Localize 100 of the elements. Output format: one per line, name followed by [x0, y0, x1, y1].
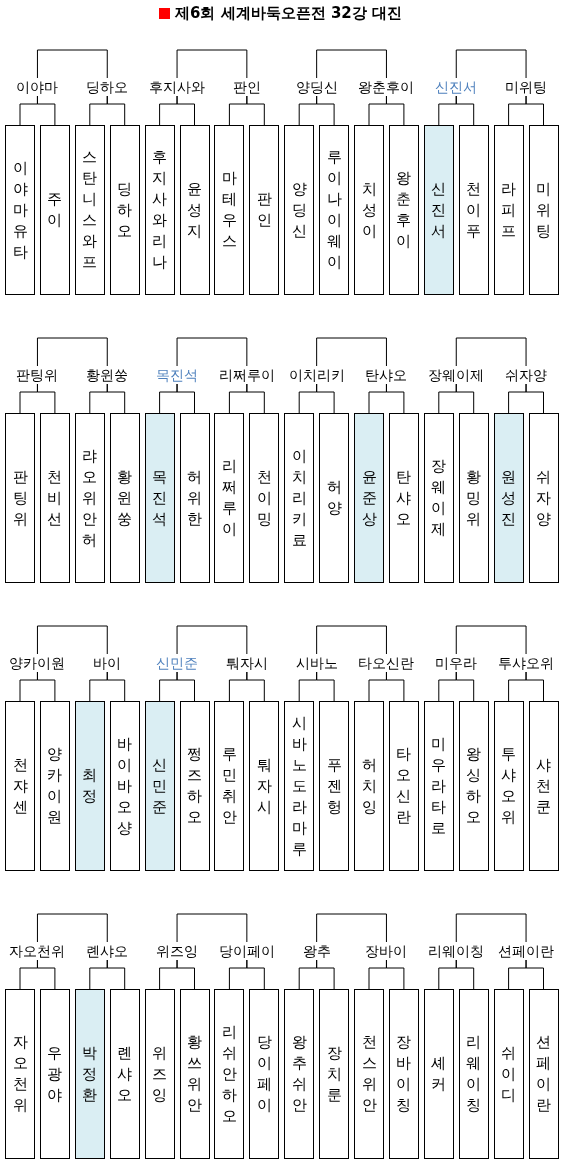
player-box: 바이바오샹 [109, 701, 140, 871]
bracket-line [246, 959, 265, 990]
player-box: 황밍위 [458, 413, 489, 583]
player-box: 푸젠헝 [319, 701, 350, 871]
player-box: 허치잉 [354, 701, 384, 871]
player-box: 천이푸 [458, 125, 489, 295]
winner-label: 양딩신 [280, 78, 353, 96]
bracket-line [385, 959, 405, 990]
winner-label: 탄샤오 [350, 366, 423, 384]
player-box: 샤천쿤 [528, 701, 559, 871]
bracket-line [525, 959, 544, 990]
player-box: 위즈잉 [144, 989, 175, 1159]
winner-label: 미우라 [420, 654, 493, 672]
player-box: 양딩신 [284, 125, 315, 295]
player-box: 루민취안 [214, 701, 245, 871]
player-box: 왕추쉬안 [284, 989, 315, 1159]
player-box: 이치리키료 [284, 413, 315, 583]
player-box: 자오천위 [5, 989, 35, 1159]
bracket-line [525, 671, 544, 702]
winner-label: 바이 [71, 654, 144, 672]
winner-label: 리웨이칭 [420, 942, 493, 960]
player-box: 주이 [39, 125, 70, 295]
winner-label: 왕춘후이 [350, 78, 423, 96]
winner-label: 이치리키 [280, 366, 353, 384]
bracket-line [316, 913, 387, 943]
player-box: 라피프 [493, 125, 524, 295]
player-box: 장치룬 [319, 989, 350, 1159]
bracket-line [176, 625, 248, 655]
player-box: 천스위안 [354, 989, 384, 1159]
player-box: 윤성지 [179, 125, 210, 295]
bracket-line [36, 913, 108, 943]
player-box: 퉈자시 [249, 701, 280, 871]
bracket-line [106, 671, 126, 702]
player-box: 쉬이디 [493, 989, 524, 1159]
bracket-line [106, 383, 126, 414]
player-box: 미우라타로 [423, 701, 454, 871]
winner-label: 투샤오위 [490, 654, 561, 672]
bracket-line [36, 671, 56, 702]
player-box: 박정환 [74, 989, 105, 1159]
player-box: 후지사와리나 [144, 125, 175, 295]
player-box: 마테우스 [214, 125, 245, 295]
player-box: 리쉬안하오 [214, 989, 245, 1159]
winner-label: 판팅위 [1, 366, 74, 384]
winner-label: 양카이원 [1, 654, 74, 672]
bracket-line [316, 383, 335, 414]
player-box: 셰커 [423, 989, 454, 1159]
bracket-line [36, 337, 108, 367]
winner-label: 미위팅 [490, 78, 561, 96]
winner-label: 자오천위 [1, 942, 74, 960]
bracket-line [176, 95, 195, 126]
bracket-line [455, 337, 527, 367]
bracket-line [316, 959, 335, 990]
bracket-line [455, 671, 475, 702]
winner-label: 시바노 [280, 654, 353, 672]
player-box: 딩하오 [109, 125, 140, 295]
bracket-line [316, 95, 335, 126]
winner-label: 장바이 [350, 942, 423, 960]
player-box: 루이나이웨이 [319, 125, 350, 295]
bracket-line [385, 95, 405, 126]
player-box: 윤준상 [354, 413, 384, 583]
player-box: 양카이원 [39, 701, 70, 871]
player-box: 리쩌루이 [214, 413, 245, 583]
bracket-line [455, 913, 527, 943]
winner-label: 딩하오 [71, 78, 144, 96]
winner-label: 장웨이제 [420, 366, 493, 384]
player-box: 허위한 [179, 413, 210, 583]
bracket-line [316, 337, 387, 367]
bracket-line [176, 671, 195, 702]
player-box: 우광야 [39, 989, 70, 1159]
player-box: 허양 [319, 413, 350, 583]
bracket-line [36, 383, 56, 414]
bracket-line [106, 95, 126, 126]
winner-label: 션페이란 [490, 942, 561, 960]
player-box: 쩡즈하오 [179, 701, 210, 871]
player-box: 천쟈센 [5, 701, 35, 871]
player-box: 롄샤오 [109, 989, 140, 1159]
bracket-line [385, 383, 405, 414]
bracket-line [455, 959, 475, 990]
player-box: 랴오위안허 [74, 413, 105, 583]
winner-label: 쉬자양 [490, 366, 561, 384]
player-box: 판팅위 [5, 413, 35, 583]
bracket-line [36, 959, 56, 990]
bracket-line [176, 913, 248, 943]
player-box: 천이밍 [249, 413, 280, 583]
bracket-line [316, 49, 387, 79]
player-box: 미위팅 [528, 125, 559, 295]
player-box: 치성이 [354, 125, 384, 295]
winner-label: 이야마 [1, 78, 74, 96]
bracket-line [36, 625, 108, 655]
bracket-line [36, 49, 108, 79]
player-box: 리웨이칭 [458, 989, 489, 1159]
player-box: 신민준 [144, 701, 175, 871]
bracket-line [246, 671, 265, 702]
bracket-line [455, 95, 475, 126]
winner-label: 신진서 [420, 78, 493, 96]
bracket-line [176, 337, 248, 367]
bracket-line [385, 671, 405, 702]
player-box: 탄샤오 [388, 413, 419, 583]
winner-label: 롄샤오 [71, 942, 144, 960]
winner-label: 왕추 [280, 942, 353, 960]
